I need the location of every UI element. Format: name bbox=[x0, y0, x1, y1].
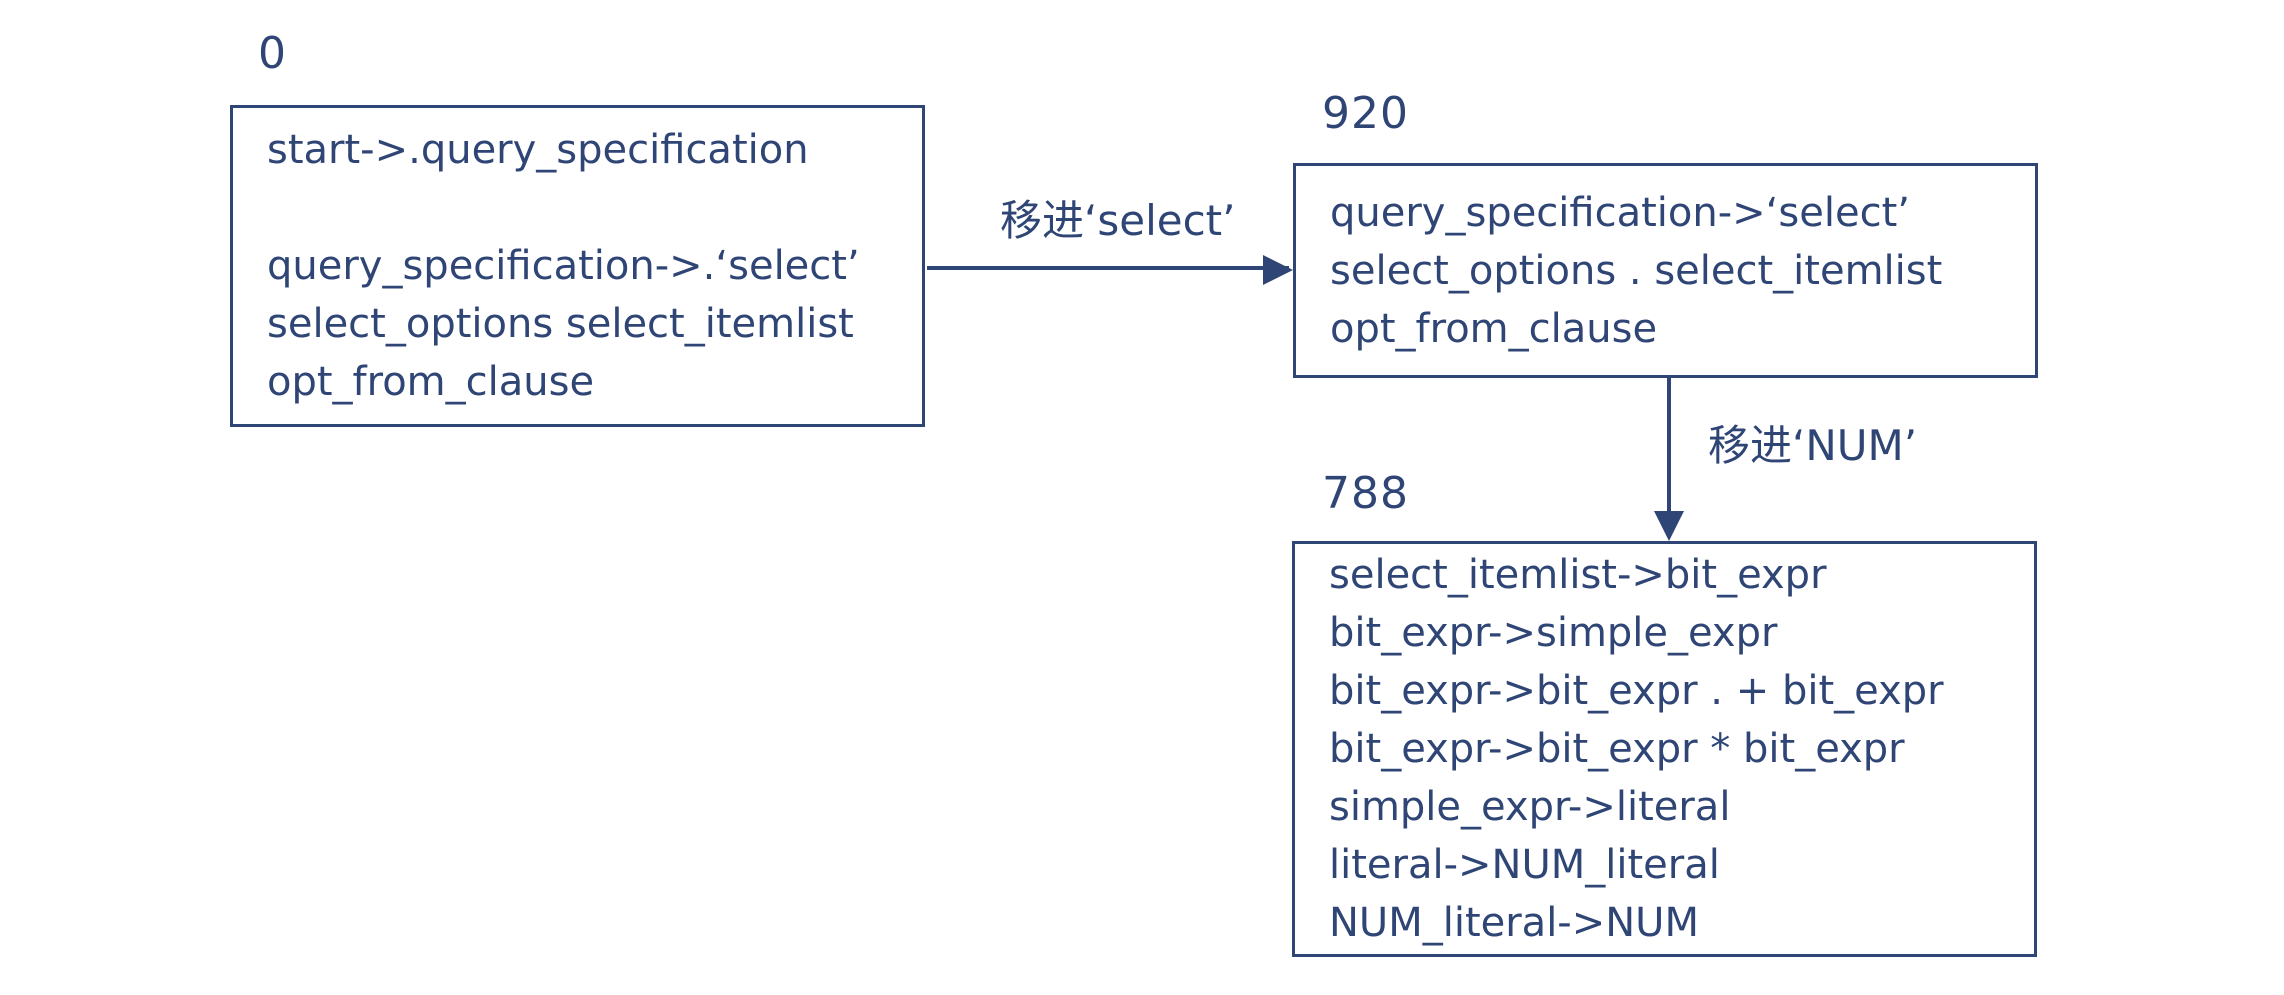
edge-label-shift-num: 移进‘NUM’ bbox=[1708, 421, 1918, 470]
item-line: literal->NUM_literal bbox=[1329, 842, 1720, 888]
edge-arrow-0-to-920 bbox=[927, 255, 1293, 285]
item-line: opt_from_clause bbox=[1330, 305, 1658, 352]
item-line: start->.query_specification bbox=[267, 127, 809, 173]
item-line: bit_expr->simple_expr bbox=[1329, 610, 1778, 656]
item-line: NUM_literal->NUM bbox=[1329, 900, 1699, 946]
item-line: bit_expr->bit_expr * bit_expr bbox=[1329, 726, 1905, 772]
item-line: select_options . select_itemlist bbox=[1330, 247, 1943, 294]
state-label-920: 920 bbox=[1322, 88, 1409, 139]
edge-label-shift-select: 移进‘select’ bbox=[1000, 196, 1236, 245]
item-set-lines-788: select_itemlist->bit_expr bit_expr->simp… bbox=[1329, 546, 2024, 952]
item-line: select_options select_itemlist bbox=[267, 301, 854, 347]
item-line: query_specification->.‘select’ bbox=[267, 243, 860, 289]
item-line: select_itemlist->bit_expr bbox=[1329, 552, 1827, 598]
state-label-788: 788 bbox=[1322, 468, 1409, 519]
edge-arrow-920-to-788 bbox=[1654, 378, 1684, 541]
item-set-lines-0: start->.query_specification query_specif… bbox=[267, 121, 912, 411]
item-line: query_specification->‘select’ bbox=[1330, 189, 1910, 236]
item-set-box-0[interactable]: start->.query_specification query_specif… bbox=[230, 105, 925, 427]
item-set-box-788[interactable]: select_itemlist->bit_expr bit_expr->simp… bbox=[1292, 541, 2037, 957]
item-set-box-920[interactable]: query_specification->‘select’ select_opt… bbox=[1293, 163, 2038, 378]
item-line-blank bbox=[267, 179, 912, 237]
state-label-0: 0 bbox=[258, 28, 287, 79]
item-set-lines-920: query_specification->‘select’ select_opt… bbox=[1330, 184, 2025, 358]
item-line: simple_expr->literal bbox=[1329, 784, 1731, 830]
item-line: opt_from_clause bbox=[267, 359, 595, 405]
item-line: bit_expr->bit_expr . + bit_expr bbox=[1329, 668, 1944, 714]
